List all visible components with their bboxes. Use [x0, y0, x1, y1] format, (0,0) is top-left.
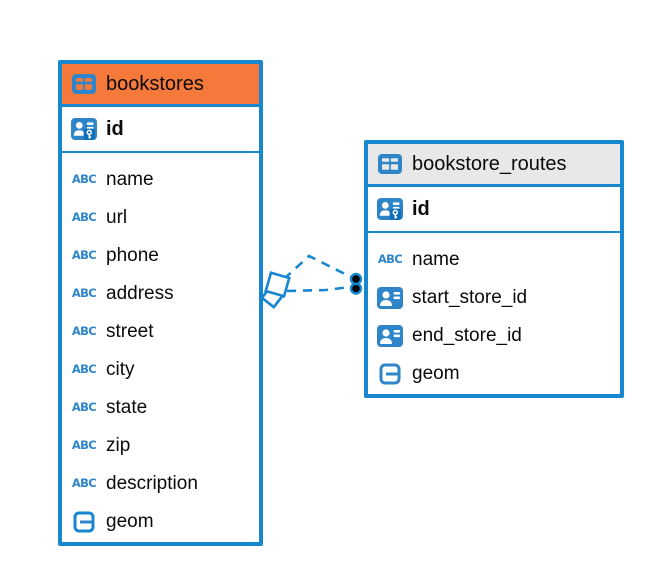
field-name: address	[106, 283, 174, 304]
text-type-icon: ABC	[377, 252, 403, 267]
reference-type-icon	[377, 325, 403, 347]
field-row[interactable]: ABC address	[71, 275, 250, 313]
table-title: bookstore_routes	[412, 152, 567, 175]
field-row[interactable]: ABC phone	[71, 237, 250, 275]
field-name: street	[106, 321, 154, 342]
field-row[interactable]: start_store_id	[377, 279, 611, 317]
relationship-line-lower	[286, 285, 351, 293]
text-type-icon: ABC	[71, 324, 97, 339]
field-name: url	[106, 207, 128, 228]
field-name: phone	[106, 245, 159, 266]
field-name: state	[106, 397, 148, 418]
field-name: city	[106, 359, 135, 380]
text-type-icon: ABC	[71, 438, 97, 453]
field-row[interactable]: ABC street	[71, 313, 250, 351]
field-row[interactable]: ABC name	[377, 241, 611, 279]
primary-key-icon	[71, 118, 97, 140]
text-type-icon: ABC	[71, 400, 97, 415]
table-title: bookstores	[106, 72, 204, 95]
field-row-pk[interactable]: id	[62, 107, 259, 153]
field-name: name	[412, 249, 460, 270]
field-row[interactable]: ABC description	[71, 465, 250, 503]
text-type-icon: ABC	[71, 172, 97, 187]
primary-key-icon	[377, 198, 403, 220]
field-name: zip	[106, 435, 131, 456]
geometry-type-icon	[71, 511, 97, 533]
geometry-type-icon	[377, 363, 403, 385]
field-name: start_store_id	[412, 287, 528, 308]
field-name: id	[412, 197, 430, 220]
field-name: description	[106, 473, 198, 494]
text-type-icon: ABC	[71, 210, 97, 225]
field-name: geom	[412, 363, 460, 384]
relationship-source-marker	[260, 271, 291, 309]
text-type-icon: ABC	[71, 248, 97, 263]
table-bookstores-header[interactable]: bookstores	[62, 64, 259, 107]
relationship-target-dots	[349, 272, 363, 295]
field-name: geom	[106, 511, 154, 532]
table-bookstores[interactable]: bookstores id ABC	[58, 60, 263, 546]
text-type-icon: ABC	[71, 476, 97, 491]
table-icon	[377, 154, 403, 174]
table-bookstore-routes[interactable]: bookstore_routes id ABC	[364, 140, 624, 398]
reference-type-icon	[377, 287, 403, 309]
field-list: ABC name start_store_id	[368, 233, 620, 397]
table-icon	[71, 74, 97, 94]
field-row[interactable]: ABC state	[71, 389, 250, 427]
field-row[interactable]: ABC city	[71, 351, 250, 389]
field-name: end_store_id	[412, 325, 522, 346]
field-name: name	[106, 169, 154, 190]
field-row[interactable]: geom	[377, 355, 611, 393]
field-row-pk[interactable]: id	[368, 187, 620, 233]
relationship-line-upper	[283, 254, 352, 280]
field-row[interactable]: ABC url	[71, 199, 250, 237]
field-row[interactable]: end_store_id	[377, 317, 611, 355]
text-type-icon: ABC	[71, 286, 97, 301]
field-name: id	[106, 117, 124, 140]
field-row[interactable]: geom	[71, 503, 250, 541]
table-bookstore-routes-header[interactable]: bookstore_routes	[368, 144, 620, 187]
field-list: ABC name ABC url ABC phone ABC address A…	[62, 153, 259, 545]
text-type-icon: ABC	[71, 362, 97, 377]
field-row[interactable]: ABC zip	[71, 427, 250, 465]
relationship-line-group[interactable]	[260, 254, 363, 309]
field-row[interactable]: ABC name	[71, 161, 250, 199]
